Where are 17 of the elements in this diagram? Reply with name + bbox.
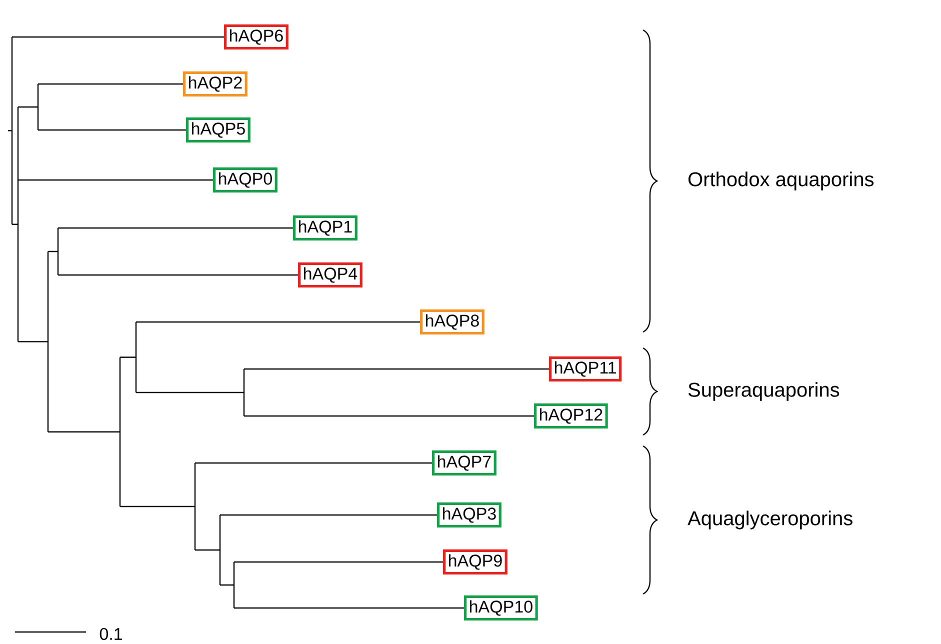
leaf-label-box: hAQP3 xyxy=(437,502,502,528)
scale-label: 0.1 xyxy=(100,628,122,640)
leaf-label-box: hAQP6 xyxy=(224,24,288,50)
leaf-label-box: hAQP2 xyxy=(183,71,248,97)
leaf-label-box: hAQP4 xyxy=(298,262,362,288)
leaf-label-box: hAQP7 xyxy=(432,450,496,476)
leaf-label-box: hAQP5 xyxy=(186,117,250,143)
leaf-label-box: hAQP9 xyxy=(443,549,508,575)
group-label: Superaquaporins xyxy=(688,382,840,401)
leaf-label-box: hAQP0 xyxy=(213,167,278,193)
group-label: Aquaglyceroporins xyxy=(688,510,852,530)
leaf-label-box: hAQP10 xyxy=(464,595,538,621)
leaf-label-box: hAQP12 xyxy=(534,403,608,429)
leaf-label-box: hAQP1 xyxy=(293,215,358,241)
leaf-label-box: hAQP11 xyxy=(549,356,622,382)
group-label: Orthodox aquaporins xyxy=(688,172,874,190)
leaf-label-box: hAQP8 xyxy=(420,309,484,335)
